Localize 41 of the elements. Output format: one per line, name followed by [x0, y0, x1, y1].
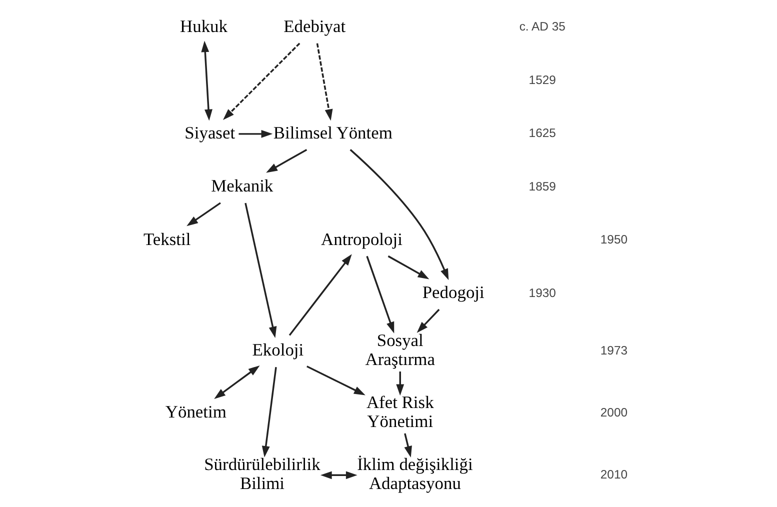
node-text: Sosyal Araştırma — [364, 330, 434, 370]
arrow — [214, 365, 260, 399]
arrow — [316, 43, 332, 121]
arrow — [238, 130, 272, 138]
label: 1859 — [528, 179, 556, 194]
arrow — [266, 148, 307, 173]
node-text: Yönetim — [164, 402, 226, 422]
label: 1625 — [528, 126, 556, 140]
node-text: Antropoloji — [320, 228, 402, 249]
label: 2000 — [600, 405, 628, 420]
node-text: İklim değişikliği Adaptasyonu — [356, 454, 472, 494]
arrow — [416, 308, 440, 333]
arrow — [200, 40, 212, 121]
node-text: Hukuk — [180, 16, 227, 36]
arrow — [387, 255, 429, 280]
label: c. AD 35 — [518, 20, 565, 34]
node-text: Afet Risk Yönetimi — [366, 392, 434, 432]
label: 1529 — [528, 72, 556, 87]
arrow — [244, 202, 276, 338]
arrow — [404, 433, 412, 458]
label: 1950 — [600, 232, 628, 247]
arrow — [186, 202, 220, 226]
arrow — [261, 367, 276, 458]
node-text: Mekanik — [210, 176, 273, 196]
arrow — [349, 149, 448, 280]
node-text: Bilimsel Yöntem — [272, 122, 392, 142]
arrow — [222, 42, 300, 120]
label: 1973 — [600, 343, 628, 358]
node-text: Sürdürülebilirlik Bilimi — [204, 454, 320, 494]
arrow — [306, 366, 365, 396]
label: 1930 — [528, 286, 556, 300]
node-text: Tekstil — [143, 228, 190, 249]
arrow — [366, 256, 394, 334]
arrow — [320, 471, 357, 480]
node-text: Edebiyat — [283, 16, 346, 36]
node-text: Siyaset — [184, 122, 235, 142]
node-text: Pedogoji — [422, 282, 484, 302]
arrow — [288, 254, 352, 336]
arrow — [396, 372, 404, 396]
label: 2010 — [600, 467, 628, 482]
node-text: Ekoloji — [252, 340, 304, 360]
